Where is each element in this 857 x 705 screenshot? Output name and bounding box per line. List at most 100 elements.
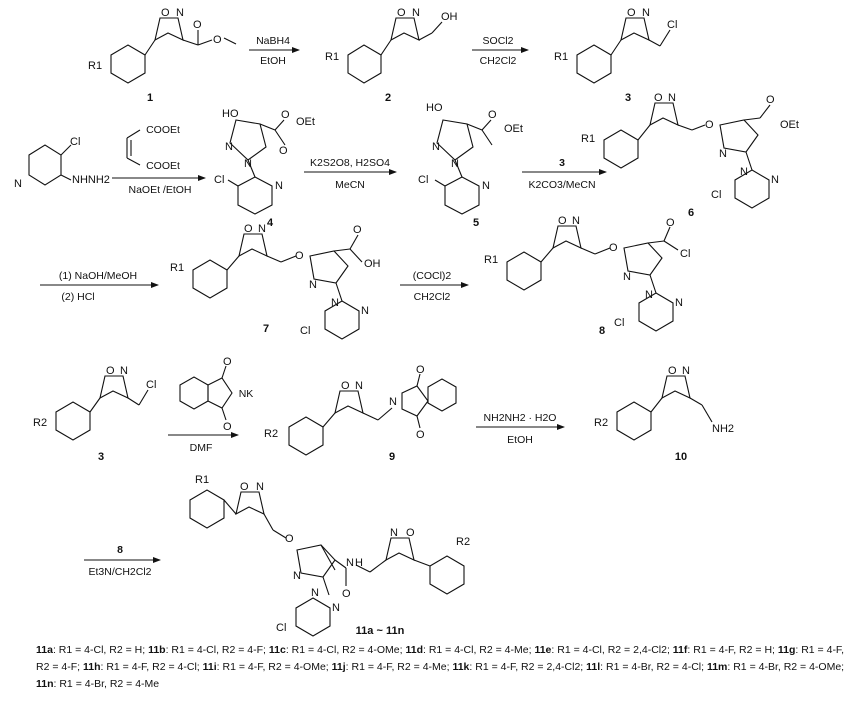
carbonyl-o2: O [223, 421, 232, 433]
carbonyl-o: O [766, 94, 775, 106]
legend-entry-11n: 11n: R1 = 4-Br, R2 = 4-Me [36, 678, 159, 690]
reagent-2-top: SOCl2 [483, 35, 514, 47]
pyrazole-n: N [719, 148, 727, 160]
compound-2-label: 2 [385, 92, 391, 104]
legend-entry-11l: 11l: R1 = 4-Br, R2 = 4-Cl; [586, 661, 707, 673]
reagent-3-mid: COOEt [146, 160, 180, 172]
pyrazole-n1: N [225, 141, 233, 153]
chloro: Cl [711, 189, 721, 201]
chloro: Cl [300, 325, 310, 337]
legend-text: : R1 = 4-Cl, R2 = 4-F; [165, 644, 269, 656]
chloro: Cl [418, 174, 428, 186]
legend-entry-11f: 11f: R1 = 4-F, R2 = H; [673, 644, 778, 656]
compound-5-structure: HO N N O OEt Cl N [418, 102, 523, 215]
legend-text: : R1 = 4-Cl, R2 = 4-OMe; [285, 644, 406, 656]
compound-11-label: 11a ~ 11n [356, 625, 405, 637]
isoxazole-o: O [106, 365, 115, 377]
compound-2-structure: O N OH R1 [325, 7, 458, 84]
legend-entry-11e: 11e: R1 = 4-Cl, R2 = 2,4-Cl2; [534, 644, 672, 656]
legend-entry-11c: 11c: R1 = 4-Cl, R2 = 4-OMe; [269, 644, 406, 656]
acyl-chloride: Cl [680, 248, 690, 260]
legend-id: 11b [148, 644, 166, 656]
chloro: Cl [146, 379, 156, 391]
r1-label: R1 [581, 133, 595, 145]
legend-text: : R1 = 4-Br, R2 = 4-OMe; [727, 661, 845, 673]
reagent-4-bottom: MeCN [335, 179, 365, 191]
ether-o: O [285, 533, 294, 545]
legend-text: : R1 = 4-Cl, R2 = H; [52, 644, 149, 656]
ethoxy: OEt [296, 116, 315, 128]
carbonyl-o: O [353, 224, 362, 236]
isoxazole-n: N [256, 481, 264, 493]
legend-id: 11n [36, 678, 54, 690]
ethoxy: OEt [780, 119, 799, 131]
legend-id: 11j [331, 661, 346, 673]
amide-o: O [342, 588, 351, 600]
pyridine-n: N [361, 305, 369, 317]
hydrazine-group: NHNH2 [72, 174, 110, 186]
legend-text: : R1 = 4-Br, R2 = 4-Cl; [600, 661, 707, 673]
chloro: Cl [276, 622, 286, 634]
legend-entry-11i: 11i: R1 = 4-F, R2 = 4-OMe; [203, 661, 332, 673]
compound-11-structure: O N O N N O N H N O Cl N R1 R2 [189, 474, 470, 637]
chloro: Cl [214, 174, 224, 186]
r2-label: R2 [456, 536, 470, 548]
legend-id: 11a [36, 644, 53, 656]
compound-1-structure: O N O O R1 [88, 7, 237, 84]
legend-id: 11k [452, 661, 470, 673]
pyrazole-n2: N [645, 289, 653, 301]
pyrazole-n2: N [451, 158, 459, 170]
carbonyl-o: O [223, 356, 232, 368]
ester-o: O [279, 145, 288, 157]
pyridine-n: N [771, 174, 779, 186]
pyridine-n: N [675, 297, 683, 309]
compound-5-label: 5 [473, 217, 479, 229]
r1-label: R1 [88, 60, 102, 72]
compound-7-structure: O N O O OH N N Cl N R1 [170, 223, 381, 340]
r2-label: R2 [594, 417, 608, 429]
isoxazole-n: N [355, 380, 363, 392]
compound-8-structure: O N O O Cl N N Cl N R1 [484, 215, 690, 332]
hydroxy-label: HO [222, 108, 239, 120]
legend-text: : R1 = 4-Cl, R2 = 2,4-Cl2; [551, 644, 673, 656]
r2-label: R2 [33, 417, 47, 429]
r1-label: R1 [325, 51, 339, 63]
amide-hydrogen: H [355, 557, 363, 569]
pyridine-n: N [482, 180, 490, 192]
reagent-6-top: (1) NaOH/MeOH [59, 270, 137, 282]
reagent-5-top: 3 [559, 157, 565, 169]
isoxazole-n: N [120, 365, 128, 377]
carbonyl-o2: O [416, 429, 425, 441]
compound-3-label: 3 [625, 92, 631, 104]
legend-text: : R1 = 4-F, R2 = 2,4-Cl2; [469, 661, 587, 673]
legend-text: : R1 = 4-F, R2 = H; [687, 644, 778, 656]
legend-text: : R1 = 4-F, R2 = 4-Cl; [100, 661, 203, 673]
carbonyl-o: O [666, 217, 675, 229]
isoxazole-n: N [642, 7, 650, 19]
compound-6-structure: O N O O OEt N N Cl N R1 [581, 92, 799, 209]
compound-3b-label: 3 [98, 451, 104, 463]
compound-10-label: 10 [675, 451, 687, 463]
pyrazole-n1: N [432, 141, 440, 153]
legend-entry-11b: 11b: R1 = 4-Cl, R2 = 4-F; [148, 644, 269, 656]
legend-id: 11c [268, 644, 286, 656]
isoxazole-o: O [244, 223, 253, 235]
isoxazole-o: O [161, 7, 170, 19]
substituent-legend: 11a: R1 = 4-Cl, R2 = H; 11b: R1 = 4-Cl, … [36, 642, 848, 693]
legend-id: 11f [672, 644, 688, 656]
reagent-7-bottom: CH2Cl2 [414, 291, 451, 303]
compound-7-label: 7 [263, 323, 269, 335]
pyrazole-n: N [293, 570, 301, 582]
r1-label: R1 [484, 254, 498, 266]
compound-3-structure: O N Cl R1 [554, 7, 677, 84]
legend-id: 11i [202, 661, 217, 673]
diethyl-maleate-structure [126, 129, 141, 166]
legend-entry-11g: 11g: R1 = 4-F, R2 = 4-F; [36, 644, 844, 673]
compound-8-label: 8 [599, 325, 605, 337]
isoxazole-o2: O [406, 527, 415, 539]
compound-4-label: 4 [267, 217, 274, 229]
compound-6-label: 6 [688, 207, 694, 219]
legend-text: : R1 = 4-Cl, R2 = 4-Me; [422, 644, 535, 656]
isoxazole-o: O [654, 92, 663, 104]
chloro: Cl [614, 317, 624, 329]
